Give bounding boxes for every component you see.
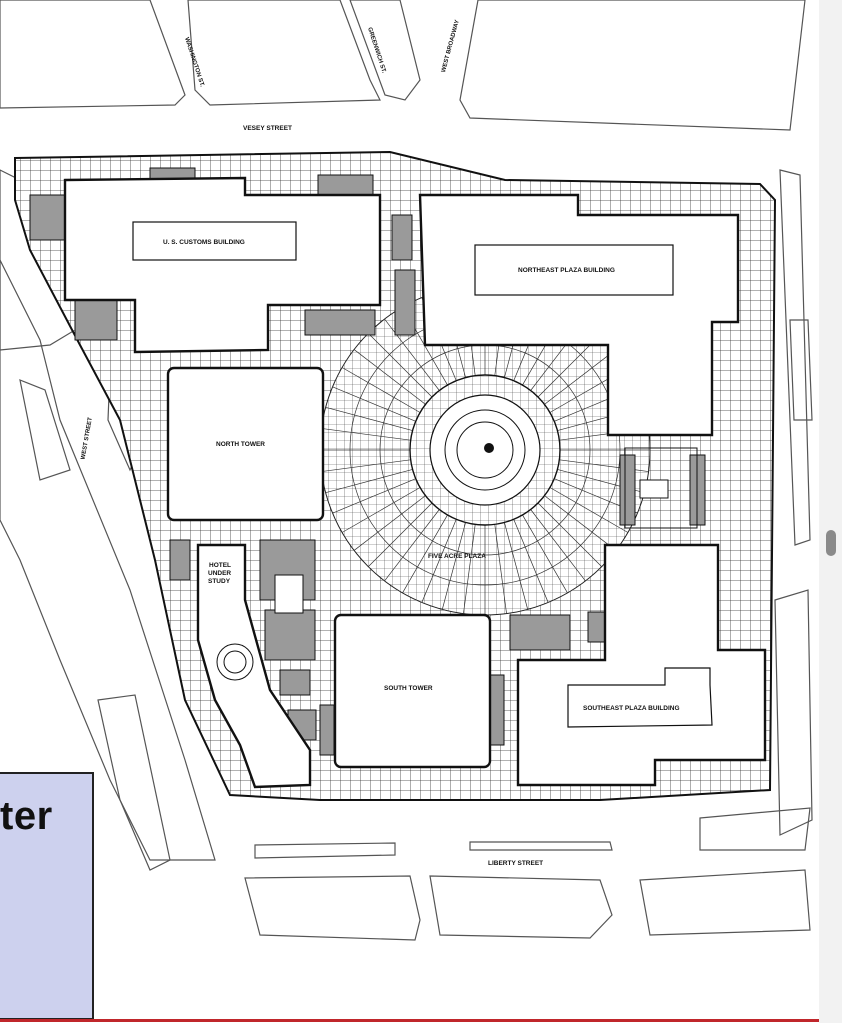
west-street-label: WEST STREET: [81, 417, 94, 460]
plaza-radial-line: [353, 349, 426, 405]
plaza-radial-line: [332, 478, 416, 514]
northeast-plaza-label: NORTHEAST PLAZA BUILDING: [518, 267, 615, 274]
plaza-radial-line: [421, 519, 457, 603]
hotel-label-line2: UNDER: [208, 570, 231, 577]
plaza-radial-line: [530, 509, 586, 582]
plaza-radial-line: [384, 318, 440, 391]
plaza-radial-line: [353, 495, 426, 551]
plaza-radial-line: [537, 502, 602, 567]
five-acre-plaza-label: FIVE ACRE PLAZA: [428, 553, 486, 560]
north-tower-label: NORTH TOWER: [216, 441, 265, 448]
site-plan-svg: WASHINGTON ST. GREENWICH ST. WEST BROADW…: [0, 0, 813, 941]
hotel-rotunda: [216, 643, 254, 681]
hotel-label-line3: STUDY: [208, 578, 231, 585]
hotel-building: [196, 543, 312, 789]
plaza-radial-line: [544, 495, 617, 551]
west-broadway-label: WEST BROADWAY: [441, 19, 461, 73]
southeast-plaza-label: SOUTHEAST PLAZA BUILDING: [583, 705, 680, 712]
plaza-radial-line: [513, 519, 549, 603]
footer-accent-line: [0, 1019, 819, 1022]
plaza-radial-line: [368, 333, 433, 398]
callout-text: ter: [0, 794, 53, 838]
plaza-radial-line: [321, 459, 411, 472]
plaza-radial-line: [325, 406, 413, 431]
side-panel: [819, 0, 842, 1023]
shaded-structures: [29, 167, 706, 756]
callout-box: ter: [0, 772, 94, 1020]
plaza-radial-line: [402, 514, 448, 594]
plaza-radial-line: [368, 502, 433, 567]
south-tower-label: SOUTH TOWER: [384, 685, 433, 692]
scroll-handle[interactable]: [826, 530, 836, 556]
plaza-radial-line: [441, 522, 466, 610]
plaza-radial-line: [321, 428, 411, 441]
plaza-radial-line: [341, 487, 421, 533]
south-tower: [333, 613, 492, 769]
hotel-label-line1: HOTEL: [209, 562, 231, 569]
plaza-radial-line: [504, 522, 529, 610]
north-tower: [166, 366, 325, 522]
five-acre-plaza: [319, 284, 651, 616]
vesey-street-label: VESEY STREET: [243, 125, 292, 132]
liberty-street-label: LIBERTY STREET: [488, 860, 543, 867]
plaza-radial-line: [522, 514, 568, 594]
plaza-radial-line: [549, 487, 629, 533]
plaza-radial-line: [494, 524, 507, 614]
us-customs-label: U. S. CUSTOMS BUILDING: [163, 239, 245, 246]
plaza-radial-line: [384, 509, 440, 582]
plaza-radial-line: [341, 367, 421, 413]
plaza-radial-line: [332, 386, 416, 422]
plaza-stair: [624, 447, 698, 529]
plaza-radial-line: [544, 349, 617, 405]
plaza-radial-line: [463, 524, 476, 614]
plaza-radial-line: [325, 469, 413, 494]
